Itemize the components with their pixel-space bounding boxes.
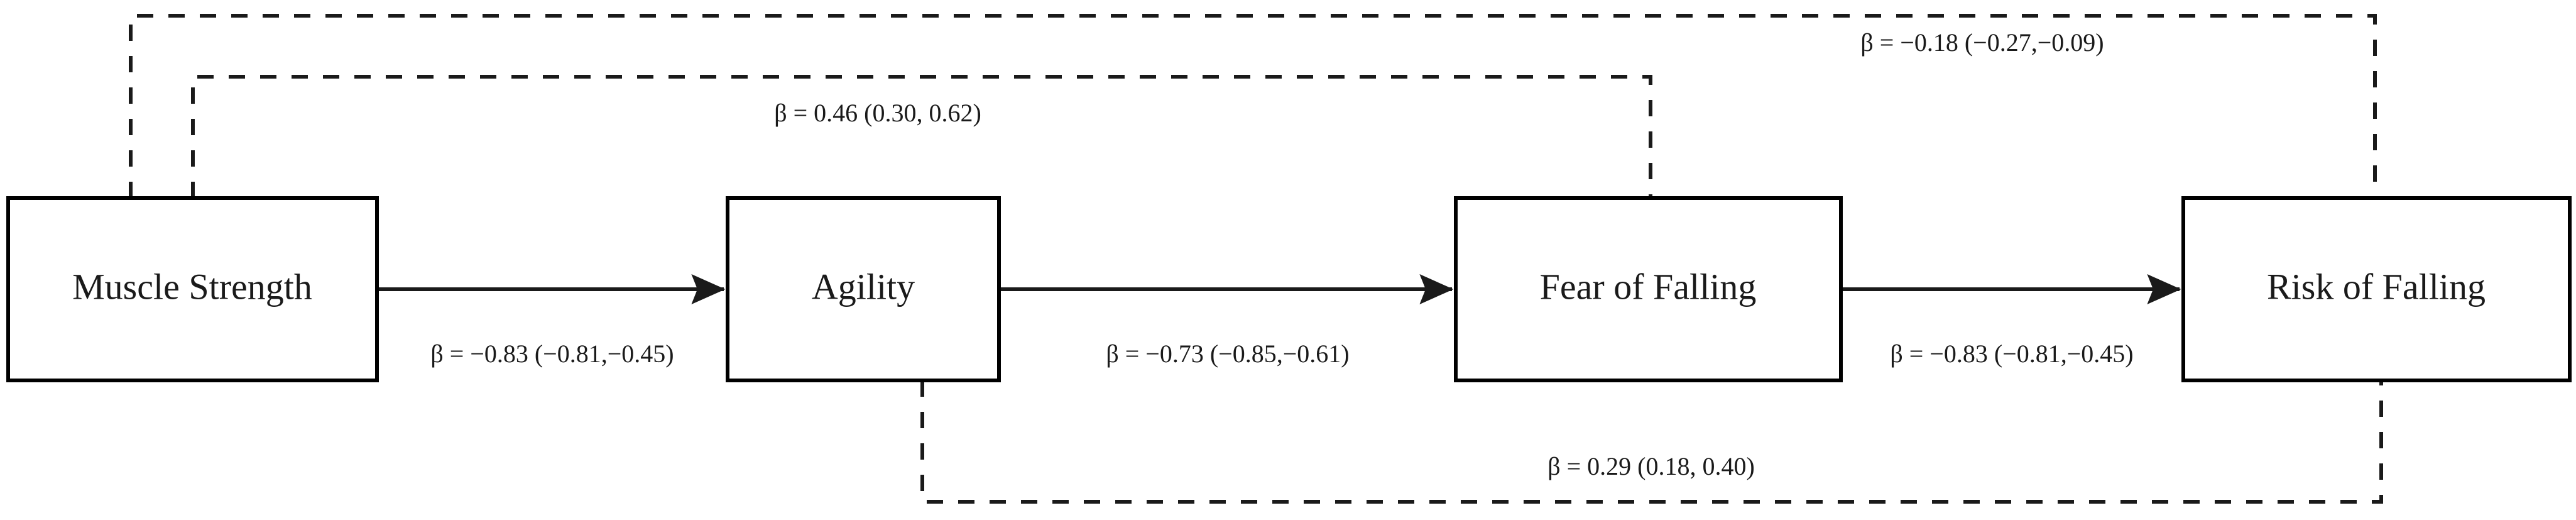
node-fear-of-falling-box[interactable] [1454,196,1843,382]
direct-path-ms-to-agility-label: β = −0.83 (−0.81,−0.45) [430,340,674,368]
indirect-path-ms-to-fof: β = 0.46 (0.30, 0.62) [191,75,1652,198]
indirect-path-ms-to-rof-label-bg [1759,25,2205,65]
node-muscle-strength[interactable]: Muscle Strength [6,196,379,382]
node-fear-of-falling[interactable]: Fear of Falling [1454,196,1843,382]
direct-path-fof-to-rof-label: β = −0.83 (−0.81,−0.45) [1890,340,2133,368]
node-agility[interactable]: Agility [726,196,1001,382]
node-risk-of-falling-box[interactable] [2181,196,2572,382]
indirect-path-ms-to-rof-line [129,14,2377,198]
indirect-path-ms-to-fof-line [191,75,1652,198]
indirect-path-agility-to-rof-line [920,380,2383,504]
direct-path-agility-to-fof-label: β = −0.73 (−0.85,−0.61) [1106,340,1349,368]
indirect-path-ms-to-rof-label: β = −0.18 (−0.27,−0.09) [1860,28,2104,57]
direct-path-agility-to-fof: β = −0.73 (−0.85,−0.61) [999,274,1454,368]
node-muscle-strength-box[interactable] [6,196,379,382]
direct-path-ms-to-agility: β = −0.83 (−0.81,−0.45) [377,274,726,368]
node-muscle-strength-label: Muscle Strength [72,266,312,307]
node-risk-of-falling-label: Risk of Falling [2267,266,2486,307]
node-risk-of-falling[interactable]: Risk of Falling [2181,196,2572,382]
node-agility-box[interactable] [726,196,1001,382]
node-agility-label: Agility [812,266,915,307]
direct-path-fof-to-rof: β = −0.83 (−0.81,−0.45) [1841,274,2181,368]
indirect-path-ms-to-fof-label: β = 0.46 (0.30, 0.62) [774,99,981,127]
indirect-path-agility-to-rof-label-bg [1461,448,1844,488]
indirect-path-agility-to-rof-label: β = 0.29 (0.18, 0.40) [1547,452,1755,480]
indirect-path-ms-to-rof: β = −0.18 (−0.27,−0.09) [129,14,2377,198]
indirect-path-ms-to-fof-label-bg [685,94,1074,135]
node-fear-of-falling-label: Fear of Falling [1540,266,1757,307]
indirect-path-agility-to-rof: β = 0.29 (0.18, 0.40) [920,380,2383,504]
